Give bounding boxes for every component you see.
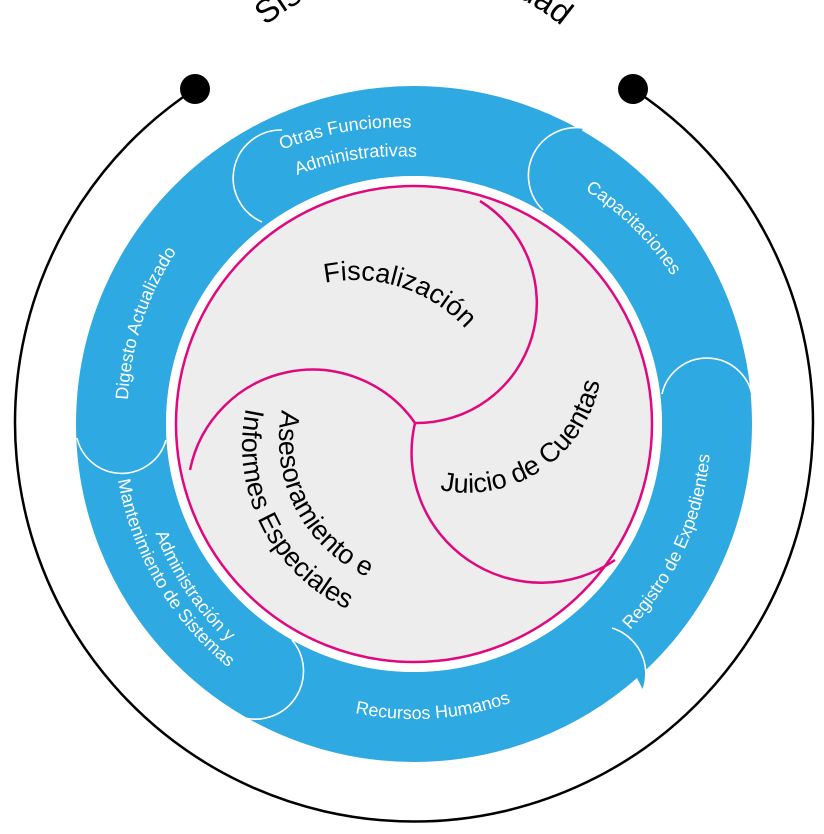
core-divider-asesoramiento: [188, 368, 417, 471]
segment-divider-recursos-right: [611, 627, 647, 691]
segment-divider-registro-top: [661, 357, 753, 396]
core-divider-fiscalizacion: [414, 199, 539, 425]
segment-divider-digesto-bottom: [76, 437, 167, 475]
diagram-title: Sistema de la Calidad: [247, 0, 580, 32]
segment-divider-capac-left: [527, 126, 584, 211]
frame-endpoint-dot-right: [618, 74, 648, 104]
outer-frame-arc: [13, 87, 815, 823]
segment-divider-otras-left: [232, 129, 283, 223]
segment-dividers: [76, 126, 753, 720]
core-divider-juicio: [410, 422, 616, 584]
segment-divider-admin-bottom: [244, 639, 305, 720]
frame-endpoint-dot-left: [180, 74, 210, 104]
process-ring: [76, 86, 752, 762]
